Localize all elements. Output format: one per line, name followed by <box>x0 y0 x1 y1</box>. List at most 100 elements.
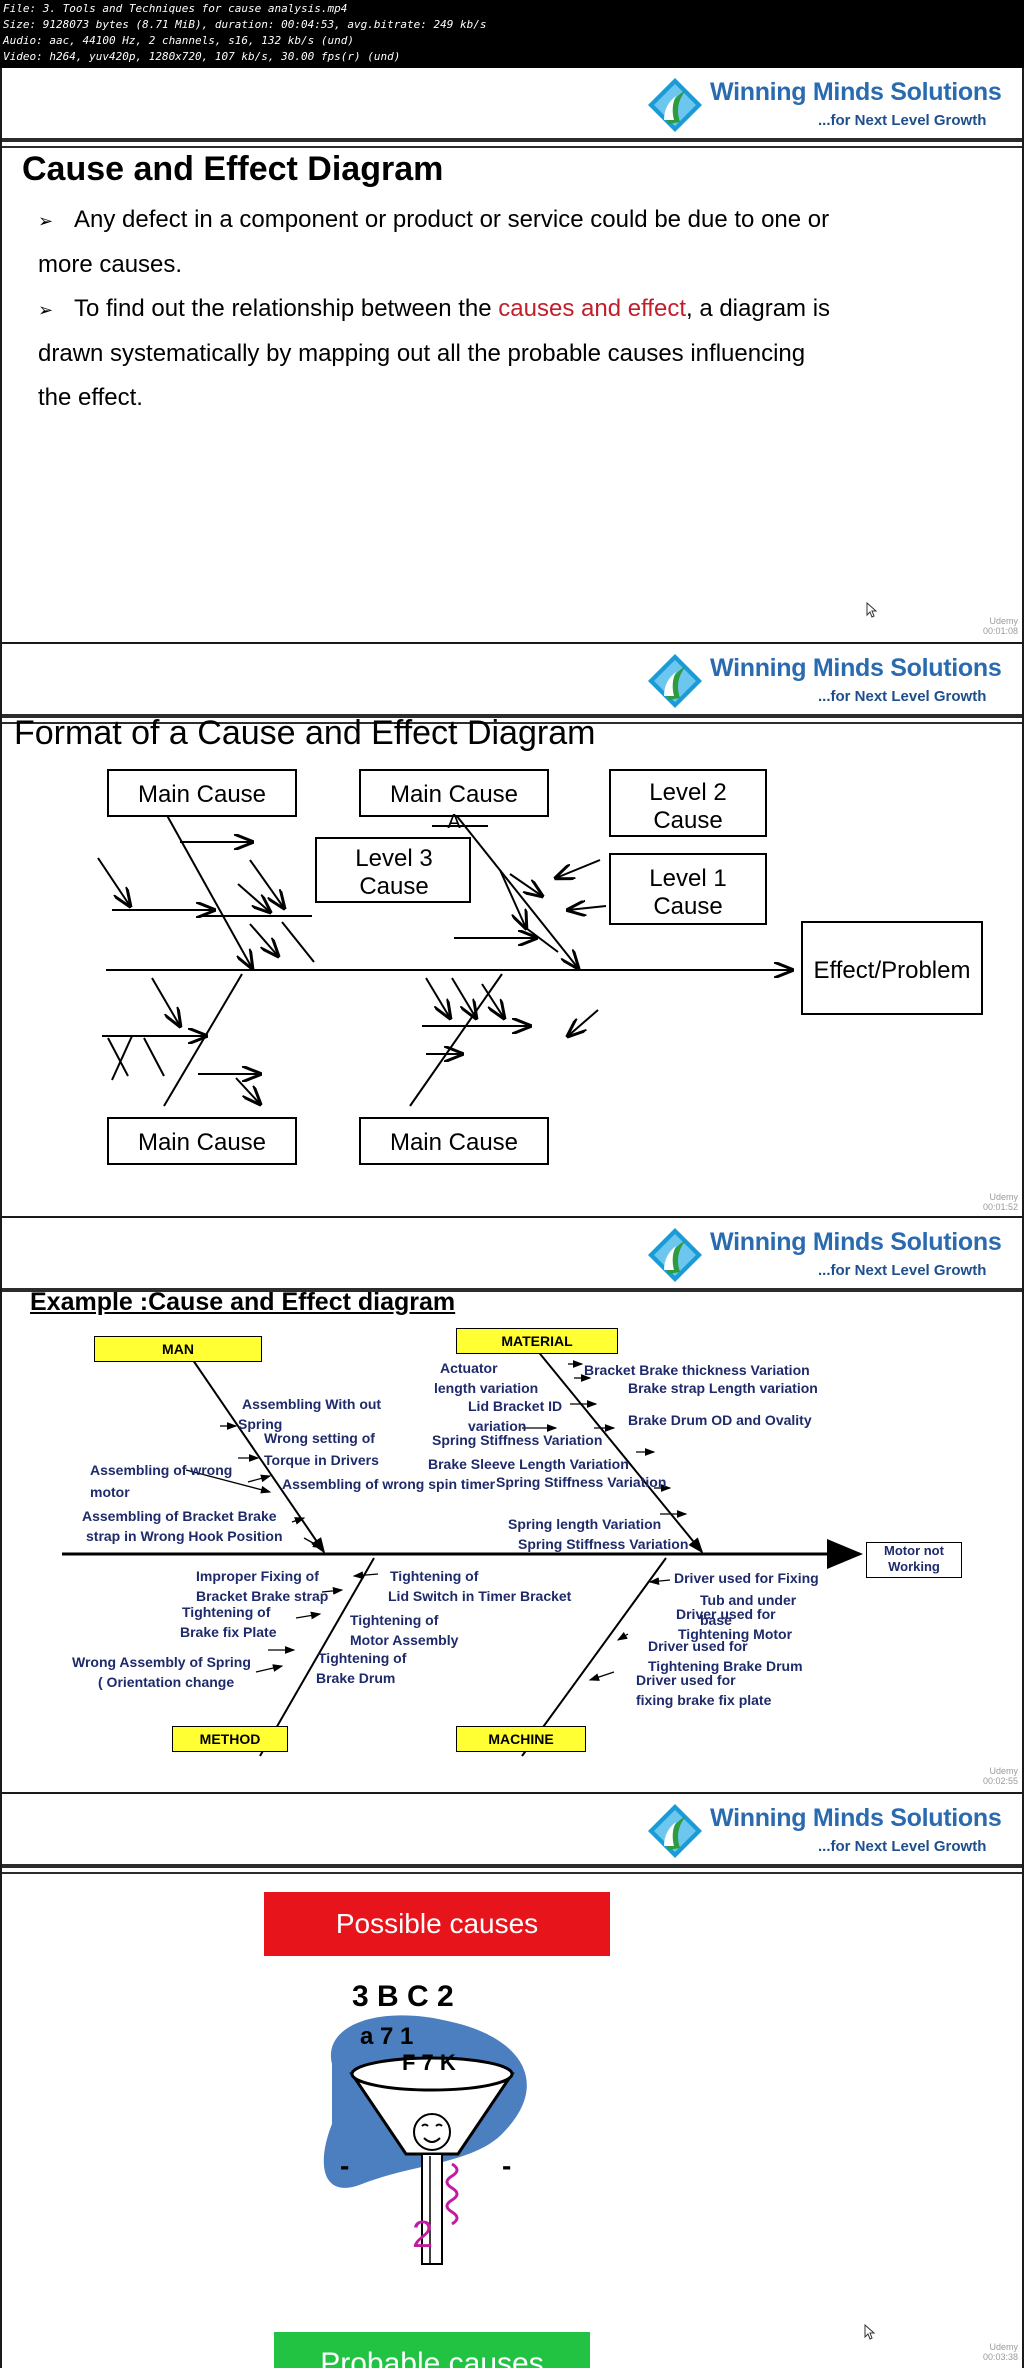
cause-label: strap in Wrong Hook Position <box>86 1528 283 1544</box>
header-rule <box>2 138 1022 142</box>
symbol-text: a 7 1 <box>360 2023 413 2050</box>
brand-tagline: ...for Next Level Growth <box>818 112 987 129</box>
brand-logo: Winning Minds Solutions ...for Next Leve… <box>646 1798 1006 1860</box>
cause-label: Brake Drum <box>316 1670 396 1686</box>
slide-3: Winning Minds Solutions ...for Next Leve… <box>0 1218 1024 1794</box>
cause-label: Lid Switch in Timer Bracket <box>388 1588 572 1604</box>
cause-label: Bracket Brake thickness Variation <box>584 1362 810 1378</box>
category-man-label: MAN <box>94 1336 262 1362</box>
cause-label: Tub and under <box>700 1592 797 1608</box>
category-machine-label: MACHINE <box>456 1726 586 1752</box>
main-cause-label: Main Cause <box>138 1129 266 1156</box>
possible-causes-box: Possible causes <box>264 1892 610 1956</box>
cause-label: Actuator <box>440 1360 498 1376</box>
symbol-text: F 7 K <box>402 2050 456 2075</box>
level3-cause-box <box>315 837 471 903</box>
cause-label: Torque in Drivers <box>264 1452 379 1468</box>
main-cause-label: Main Cause <box>390 1129 518 1156</box>
cause-label: Driver used for <box>636 1672 736 1688</box>
bullet-item: ➢Any defect in a component or product or… <box>38 198 978 243</box>
brand-name: Winning Minds Solutions <box>710 654 1002 682</box>
cause-label: Driver used for <box>648 1638 748 1654</box>
header-rule <box>2 1864 1022 1868</box>
cause-label: Tightening Brake Drum <box>648 1658 803 1674</box>
brand-name: Winning Minds Solutions <box>710 1228 1002 1256</box>
fishbone-example-diagram <box>62 1343 863 1757</box>
slide-1: Winning Minds Solutions ...for Next Leve… <box>0 68 1024 644</box>
level1-label: Cause <box>653 893 722 920</box>
cause-label: variation <box>468 1418 527 1434</box>
main-cause-label: Main Cause <box>138 781 266 808</box>
cause-label: Tightening of <box>318 1650 407 1666</box>
cause-label: Improper Fixing of <box>196 1568 319 1584</box>
brand-tagline: ...for Next Level Growth <box>818 1262 987 1279</box>
cause-label: Motor Assembly <box>350 1632 459 1648</box>
symbol-text: 3 B C 2 <box>352 1980 454 2013</box>
header-rule <box>2 1872 1022 1874</box>
cause-label: Tightening of <box>350 1612 439 1628</box>
main-cause-box <box>107 769 297 817</box>
brand-name: Winning Minds Solutions <box>710 1804 1002 1832</box>
level2-label: Cause <box>653 807 722 834</box>
cause-label: Assembling With out <box>242 1396 382 1412</box>
slide-4: Winning Minds Solutions ...for Next Leve… <box>0 1794 1024 2368</box>
bullet-arrow-icon: ➢ <box>38 300 54 320</box>
cause-label: Lid Bracket ID <box>468 1398 563 1414</box>
main-cause-box <box>107 1117 297 1165</box>
cause-label: Tightening of <box>390 1568 479 1584</box>
cause-label: Spring Stiffness Variation <box>432 1432 603 1448</box>
brand-logo: Winning Minds Solutions ...for Next Leve… <box>646 72 1006 134</box>
level1-label: Level 1 <box>649 865 726 892</box>
level1-cause-box <box>609 853 767 925</box>
cause-label: Spring Stiffness Variation <box>518 1536 689 1552</box>
main-cause-label: Main Cause <box>390 781 518 808</box>
slide-title: Format of a Cause and Effect Diagram <box>14 714 596 752</box>
main-cause-box <box>359 1117 549 1165</box>
file-info-bar: File: 3. Tools and Techniques for cause … <box>0 0 1024 68</box>
level3-label: Cause <box>359 873 428 900</box>
cause-label: Tightening Motor <box>678 1626 793 1642</box>
file-info-line: Video: h264, yuv420p, 1280x720, 107 kb/s… <box>3 50 401 63</box>
cause-label: Assembling of wrong <box>90 1462 233 1478</box>
bullet-arrow-icon: ➢ <box>38 211 54 231</box>
mouse-cursor-icon <box>864 2324 876 2340</box>
cause-label: fixing brake fix plate <box>636 1692 772 1708</box>
slide-2: Winning Minds Solutions ...for Next Leve… <box>0 644 1024 1218</box>
header-rule <box>2 146 1022 148</box>
dash-left: - <box>340 2150 350 2181</box>
bullet-item-continuation: drawn systematically by mapping out all … <box>38 340 806 367</box>
file-info-line: File: 3. Tools and Techniques for cause … <box>3 2 348 15</box>
funnel-illustration: 3 B C 2 a 7 1 F 7 K <box>323 1980 527 2265</box>
header-rule <box>2 1288 1022 1292</box>
bullet-list: ➢Any defect in a component or product or… <box>38 198 978 420</box>
cause-label: Bracket Brake strap <box>196 1588 329 1604</box>
dash-right: - <box>502 2150 512 2181</box>
probable-causes-box: Probable causes <box>274 2332 590 2368</box>
file-info-line: Audio: aac, 44100 Hz, 2 channels, s16, 1… <box>3 34 354 47</box>
bullet-item-continuation: the effect. <box>38 384 143 411</box>
mouse-cursor-icon <box>866 602 878 618</box>
cause-label: Tightening of <box>182 1604 271 1620</box>
cause-label: Spring <box>238 1416 283 1432</box>
category-method-label: METHOD <box>172 1726 288 1752</box>
main-cause-box <box>359 769 549 817</box>
cause-label: Brake Drum OD and Ovality <box>628 1412 812 1428</box>
brand-mark-icon <box>648 1228 702 1282</box>
cause-label: Assembling of wrong spin timer <box>282 1476 496 1492</box>
fishbone-format-diagram: Main Cause Main Cause A Level 3 Cause Le… <box>97 769 983 1165</box>
brand-mark-icon <box>648 654 702 708</box>
effect-box <box>801 921 983 1015</box>
brand-tagline: ...for Next Level Growth <box>818 688 987 705</box>
bullet-item-continuation: more causes. <box>38 251 183 278</box>
cause-label: Assembling of Bracket Brake <box>82 1508 277 1524</box>
slide-title: Cause and Effect Diagram <box>22 150 444 188</box>
cause-label: ( Orientation change <box>98 1674 235 1690</box>
cause-label: Spring Stiffness Variation <box>496 1474 667 1490</box>
file-info-line: Size: 9128073 bytes (8.71 MiB), duration… <box>3 18 487 31</box>
header-rule <box>2 722 1022 724</box>
header-rule <box>2 714 1022 718</box>
level3-label: Level 3 <box>355 845 432 872</box>
output-number: 2 <box>412 2214 434 2256</box>
cause-label: Spring length Variation <box>508 1516 662 1532</box>
cause-label: Brake strap Length variation <box>628 1380 818 1396</box>
